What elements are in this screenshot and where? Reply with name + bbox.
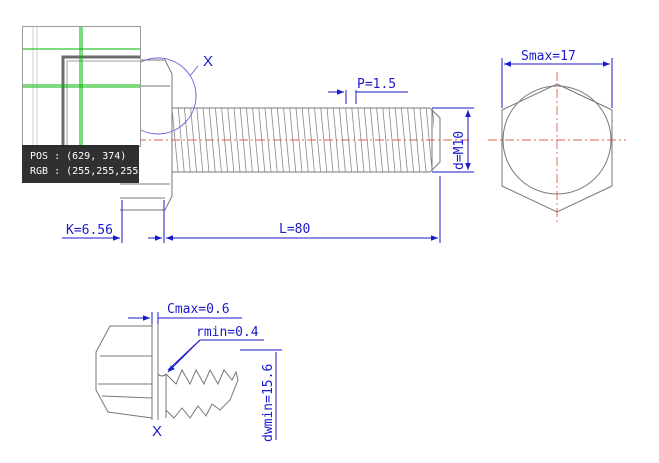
thread-line bbox=[432, 107, 434, 130]
thread-line bbox=[363, 107, 371, 173]
cmax-label: Cmax=0.6 bbox=[167, 302, 230, 317]
magnifier-panel bbox=[22, 26, 141, 147]
thread-line bbox=[370, 107, 377, 173]
thread-line bbox=[196, 107, 204, 173]
thread-line bbox=[246, 107, 253, 173]
thread-line bbox=[382, 107, 390, 173]
detail-marker-label: X bbox=[203, 53, 213, 70]
detail-x-view bbox=[95, 322, 239, 420]
detail-dimensions bbox=[128, 312, 282, 440]
magnified-view bbox=[23, 27, 140, 146]
thread-line bbox=[184, 107, 191, 173]
hex-end-view bbox=[488, 58, 626, 222]
pitch-dimension bbox=[328, 89, 408, 104]
pos-readout: POS : (629, 374) bbox=[30, 151, 127, 162]
thread-line bbox=[301, 107, 309, 173]
diameter-dimension bbox=[432, 107, 474, 173]
rmin-label: rmin=0.4 bbox=[196, 325, 259, 340]
diameter-label: d=M10 bbox=[452, 131, 467, 170]
length-label: L=80 bbox=[279, 222, 310, 237]
dwmin-label: dwmin=15.6 bbox=[261, 364, 276, 442]
thread-line bbox=[314, 107, 321, 173]
length-dimensions bbox=[62, 176, 441, 243]
thread-line bbox=[320, 107, 328, 173]
thread-line bbox=[252, 107, 259, 173]
smax-label: Smax=17 bbox=[521, 49, 576, 64]
head-height-label: K=6.56 bbox=[66, 223, 113, 238]
thread-line bbox=[233, 107, 241, 173]
pixel-info-panel: POS : (629, 374) RGB : (255,255,255) bbox=[22, 145, 145, 183]
detail-x-label: X bbox=[152, 423, 162, 440]
pitch-label: P=1.5 bbox=[357, 77, 396, 92]
thread-line bbox=[177, 107, 185, 173]
rgb-readout: RGB : (255,255,255) bbox=[30, 166, 145, 177]
